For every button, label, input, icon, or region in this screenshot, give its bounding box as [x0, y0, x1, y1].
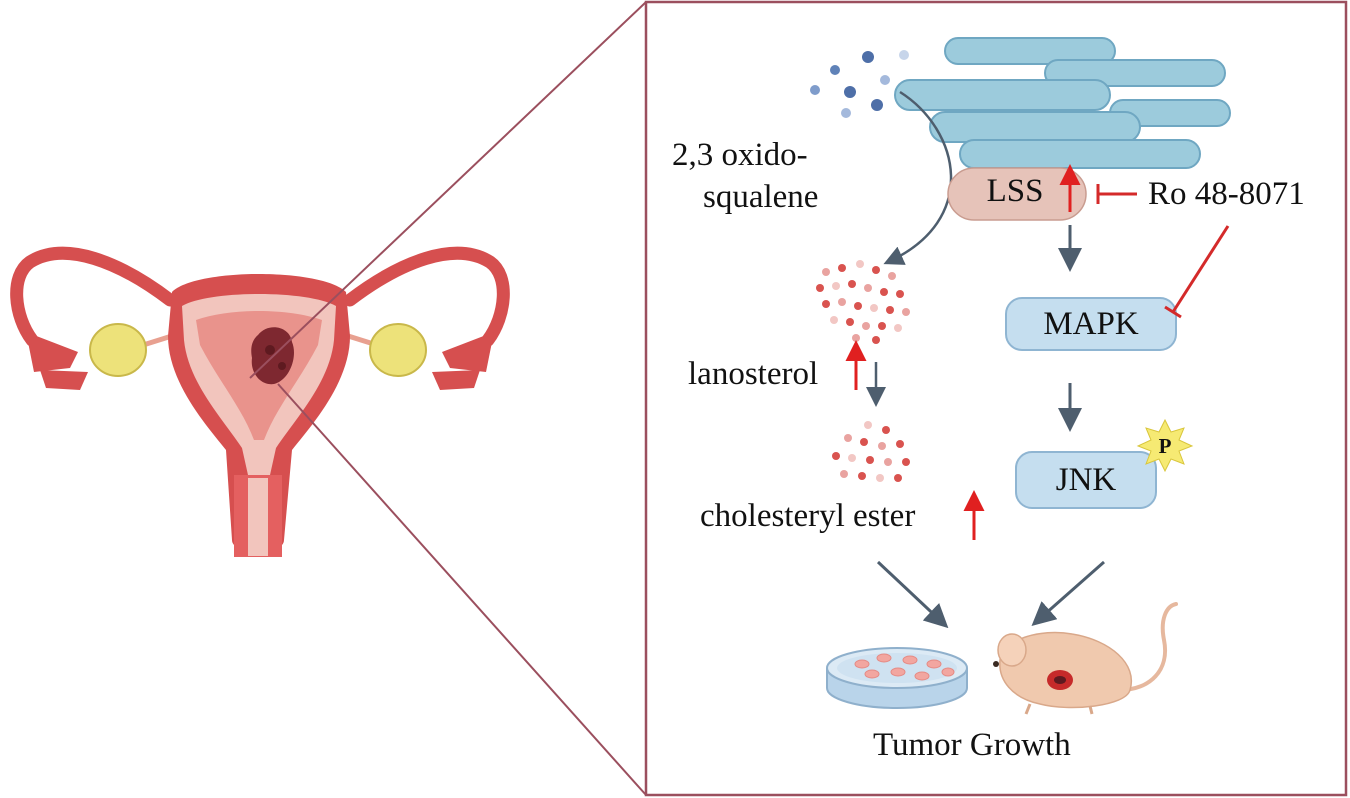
inhibition-of-mapk [1164, 225, 1230, 319]
phospho-label: P [1158, 434, 1172, 458]
right-ovary [369, 323, 427, 377]
jnk-node [1015, 451, 1157, 509]
tumor-growth-label: Tumor Growth [873, 727, 1071, 763]
left-ovary [89, 323, 147, 377]
lanosterol-particles [816, 260, 910, 344]
lss-node [947, 167, 1087, 221]
zoom-frame [644, 0, 1348, 797]
inhibitor-label: Ro 48-8071 [1148, 176, 1305, 212]
zoom-line-top [249, 1, 647, 379]
mouse [993, 602, 1178, 715]
ester-to-growth-arrow [876, 560, 949, 629]
left-fallopian-tube [10, 246, 177, 347]
petri-dish [826, 647, 968, 709]
conversion-arrow [883, 90, 953, 265]
phosphorylation-star [1136, 418, 1194, 473]
cholesteryl-ester-label: cholesteryl ester [700, 498, 916, 534]
right-fimbriae [432, 332, 494, 390]
cholesteryl-ester-particles [832, 421, 910, 482]
lss-label: LSS [986, 173, 1044, 209]
mapk-node [1005, 297, 1177, 351]
mapk-label: MAPK [1043, 306, 1139, 342]
jnk-label: JNK [1055, 462, 1117, 498]
inhibition-of-lss [1096, 184, 1137, 204]
left-fimbriae [26, 332, 88, 390]
oxidosqualene-particles [810, 50, 909, 118]
right-fallopian-tube [343, 246, 510, 347]
lanosterol-label: lanosterol [688, 356, 819, 392]
zoom-line-bottom [277, 383, 647, 796]
uterus-illustration [10, 246, 510, 557]
oxidosqualene-label-line2: squalene [703, 179, 819, 215]
oxidosqualene-label-line1: 2,3 oxido- [672, 137, 808, 173]
endoplasmic-reticulum [894, 37, 1231, 169]
jnk-to-growth-arrow [1031, 560, 1105, 626]
